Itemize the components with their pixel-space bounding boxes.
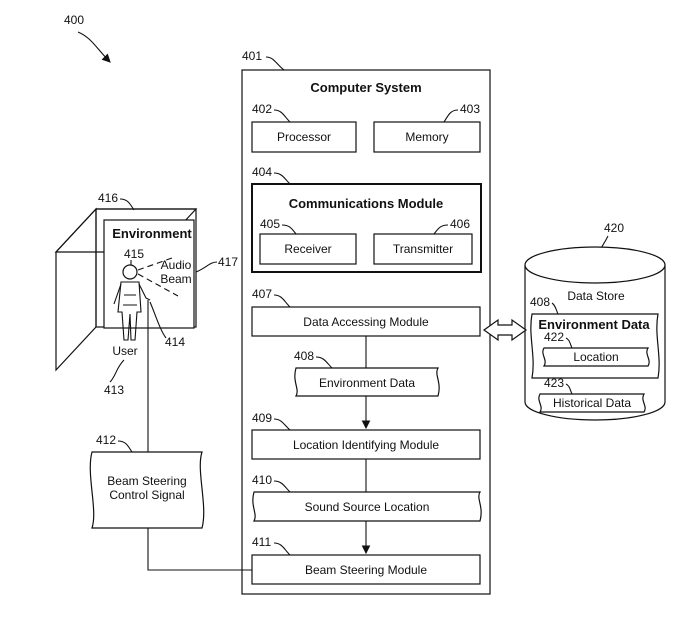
location-ref: 422 [544,330,564,344]
location-document [542,347,650,367]
memory-leader [443,109,459,123]
beam-steering-module-box [251,554,481,585]
data-accessing-leader [273,294,291,308]
head-ref: 415 [124,247,144,261]
memory-ref: 403 [460,102,480,116]
environment-title: Environment [112,226,192,241]
historical-data-document [538,393,646,413]
control-signal-line2: Control Signal [109,488,184,502]
location-leader [565,337,573,349]
control-signal-leader [117,440,133,453]
sound-source-label: Sound Source Location [305,500,430,514]
processor-label: Processor [277,130,331,144]
beam-ref: 417 [218,255,238,269]
comms-title: Communications Module [289,196,444,211]
environment-data-label: Environment Data [319,376,415,390]
computer-system-leader [265,56,285,71]
control-signal-ref: 412 [96,433,116,447]
user-figure [113,264,151,341]
environment-box [103,219,195,329]
location-identifying-label: Location Identifying Module [293,438,439,452]
computer-system-title: Computer System [310,80,421,95]
sound-source-leader [273,480,291,493]
control-line-lower [147,528,252,571]
control-signal-document [89,451,205,529]
receiver-label: Receiver [284,242,331,256]
transmitter-label: Transmitter [393,242,453,256]
receiver-ref: 405 [260,217,280,231]
data-accessing-label: Data Accessing Module [303,315,429,329]
audio-beam-line1: Audio [161,258,192,272]
comms-leader [273,172,291,185]
environment-data-document [294,367,440,397]
processor-box [251,121,357,153]
historical-label: Historical Data [553,396,631,410]
comms-ref: 404 [252,165,272,179]
processor-leader [273,109,291,123]
store-env-ref: 408 [530,295,550,309]
control-signal-line1: Beam Steering [107,474,186,488]
location-label: Location [573,350,618,364]
user-ref: 413 [104,383,124,397]
store-env-leader [551,302,559,315]
data-store-ref: 420 [604,221,624,235]
location-identifying-module-box [251,429,481,460]
store-env-label: Environment Data [538,317,650,332]
environment-side-panel [55,207,97,372]
receiver-leader [281,224,297,235]
figure-pointer-arrow [77,31,111,63]
mic-ref: 414 [165,335,185,349]
data-accessing-module-box [251,306,481,337]
transmitter-ref: 406 [450,217,470,231]
beam-steering-ref: 411 [252,535,271,549]
processor-ref: 402 [252,102,272,116]
data-accessing-ref: 407 [252,287,272,301]
environment-ref: 416 [98,191,118,205]
bidirectional-arrow [482,318,528,342]
audio-beam [137,257,179,297]
mic-leader [149,301,167,339]
environment-leader [119,198,135,211]
sound-source-document [252,491,482,522]
figure-number: 400 [64,13,84,27]
audio-beam-line2: Beam [160,272,191,286]
environment-data-ref: 408 [294,349,314,363]
memory-label: Memory [405,130,448,144]
user-leader [109,359,125,383]
beam-steering-label: Beam Steering Module [305,563,427,577]
location-identifying-ref: 409 [252,411,272,425]
data-store-title: Data Store [567,289,625,303]
beam-steering-leader [273,542,291,556]
location-identifying-leader [273,418,291,431]
receiver-box [259,233,357,265]
transmitter-box [373,233,473,265]
historical-ref: 423 [544,376,564,390]
beam-leader [195,261,218,273]
historical-leader [565,383,573,395]
memory-box [373,121,481,153]
transmitter-leader [433,224,449,235]
user-label: User [112,344,137,358]
sound-source-ref: 410 [252,473,272,487]
environment-data-leader [315,356,333,369]
computer-system-ref: 401 [242,49,262,63]
